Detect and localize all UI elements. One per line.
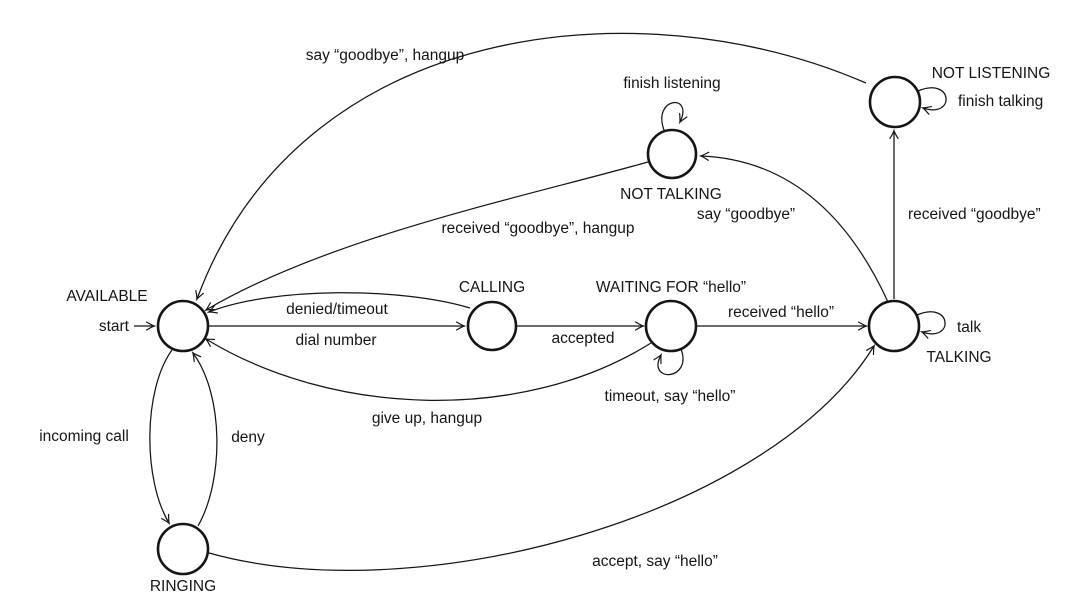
transition-accept-say-hello-label: accept, say “hello”	[592, 553, 718, 570]
transition-denied-timeout-label: denied/timeout	[286, 301, 388, 318]
transition-labels: start dial number denied/timeout accepte…	[39, 47, 1043, 570]
state-not-talking-node	[646, 128, 698, 180]
transition-deny-label: deny	[231, 429, 265, 446]
transition-finish-listening-loop	[661, 101, 683, 131]
state-not-listening-label: NOT LISTENING	[932, 65, 1051, 82]
transition-say-goodbye-hangup-edge	[197, 32, 867, 299]
transition-finish-talking-label: finish talking	[958, 93, 1043, 110]
transition-timeout-say-hello-label: timeout, say “hello”	[605, 388, 736, 405]
transition-say-goodbye-label: say “goodbye”	[697, 206, 795, 223]
state-not-talking-label: NOT TALKING	[620, 186, 722, 203]
transition-received-goodbye-label: received “goodbye”	[908, 206, 1041, 223]
transition-incoming-call-edge	[149, 349, 173, 523]
transition-timeout-say-hello-loop	[658, 348, 684, 376]
transition-received-goodbye-hangup-edge	[206, 161, 649, 310]
transition-finish-listening-label: finish listening	[623, 75, 720, 92]
transition-finish-talking-loop	[917, 87, 947, 110]
state-waiting-node	[644, 299, 698, 353]
transition-accepted-label: accepted	[552, 330, 615, 347]
transition-incoming-call-label: incoming call	[39, 428, 129, 445]
state-ringing-label: RINGING	[150, 578, 216, 595]
state-talking-node	[867, 299, 921, 353]
transition-deny-edge	[193, 353, 218, 527]
state-not-listening-node	[868, 75, 922, 129]
transition-start-label: start	[99, 318, 130, 335]
state-labels: AVAILABLE CALLING WAITING FOR “hello” TA…	[66, 65, 1050, 595]
transition-denied-timeout-edge	[209, 292, 471, 312]
state-calling-node	[466, 300, 518, 352]
state-nodes	[156, 75, 922, 576]
transition-edges	[134, 32, 947, 571]
transition-received-hello-label: received “hello”	[728, 304, 834, 321]
state-talking-label: TALKING	[926, 349, 991, 366]
transition-give-up-hangup-label: give up, hangup	[372, 410, 482, 427]
transition-dial-number-label: dial number	[296, 332, 377, 349]
transition-received-goodbye-hangup-label: received “goodbye”, hangup	[441, 220, 634, 237]
transition-talk-label: talk	[957, 319, 981, 336]
transition-say-goodbye-edge	[701, 156, 889, 303]
transition-say-goodbye-hangup-label: say “goodbye”, hangup	[306, 47, 465, 64]
state-calling-label: CALLING	[459, 279, 525, 296]
state-waiting-label: WAITING FOR “hello”	[596, 279, 746, 296]
state-available-node	[156, 299, 210, 353]
transition-talk-loop	[916, 311, 946, 334]
transition-accept-say-hello-edge	[208, 346, 874, 571]
transition-give-up-hangup-edge	[206, 339, 652, 401]
state-available-label: AVAILABLE	[66, 288, 147, 305]
state-ringing-node	[156, 522, 210, 576]
